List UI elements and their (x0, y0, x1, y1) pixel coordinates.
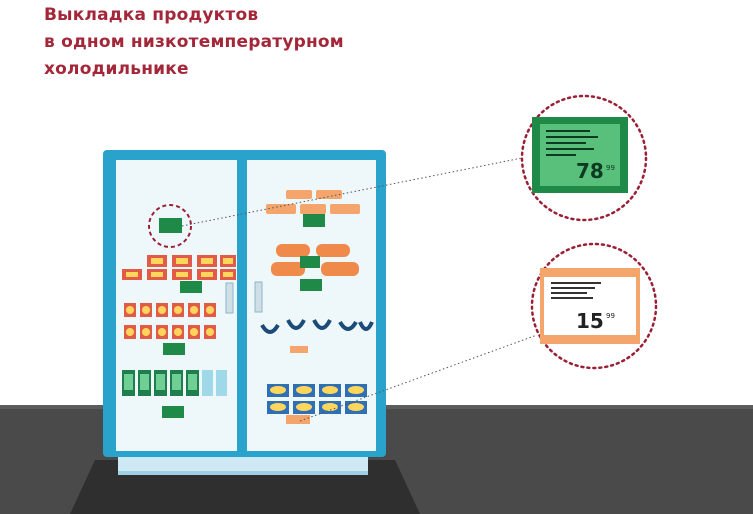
small-price-tag (286, 415, 310, 424)
title-line-3: холодильнике (44, 59, 189, 79)
hanging-hook-row (260, 319, 374, 334)
green-price-tag (163, 343, 185, 355)
white-tag-price: 15 (576, 309, 604, 333)
fridge-base (118, 455, 368, 473)
green-price-tag (300, 256, 320, 268)
fridge-base-edge (118, 471, 368, 475)
title-line-2: в одном низкотемпературном (44, 32, 344, 52)
green-tag-cents: 99 (606, 164, 615, 172)
green-price-tag (300, 279, 322, 291)
orange-package-row-top (266, 190, 360, 214)
door-divider (237, 158, 247, 453)
hanger-rod (254, 281, 263, 313)
green-price-tag (159, 218, 182, 233)
highlight-circle (148, 204, 192, 248)
diagram-title: Выкладка продуктов в одном низкотемперат… (44, 2, 404, 83)
white-tag-cents: 99 (606, 312, 615, 320)
orange-package-row-middle (271, 244, 359, 276)
tall-pack-row (122, 370, 227, 396)
green-price-tag (162, 406, 184, 418)
package-row-middle (122, 269, 236, 280)
small-price-tag (290, 346, 308, 353)
tub-row (267, 384, 367, 414)
callout-white-tag: 15 99 (530, 242, 658, 370)
package-row-top (147, 255, 236, 267)
callout-leader-line (181, 157, 523, 227)
hanger-rod (225, 282, 234, 314)
callout-green-tag: 78 99 (520, 94, 648, 222)
green-tag-price: 78 (576, 159, 604, 183)
green-price-tag (303, 214, 325, 227)
title-line-1: Выкладка продуктов (44, 5, 259, 25)
green-price-tag (180, 281, 202, 293)
round-pack-row (124, 303, 216, 339)
